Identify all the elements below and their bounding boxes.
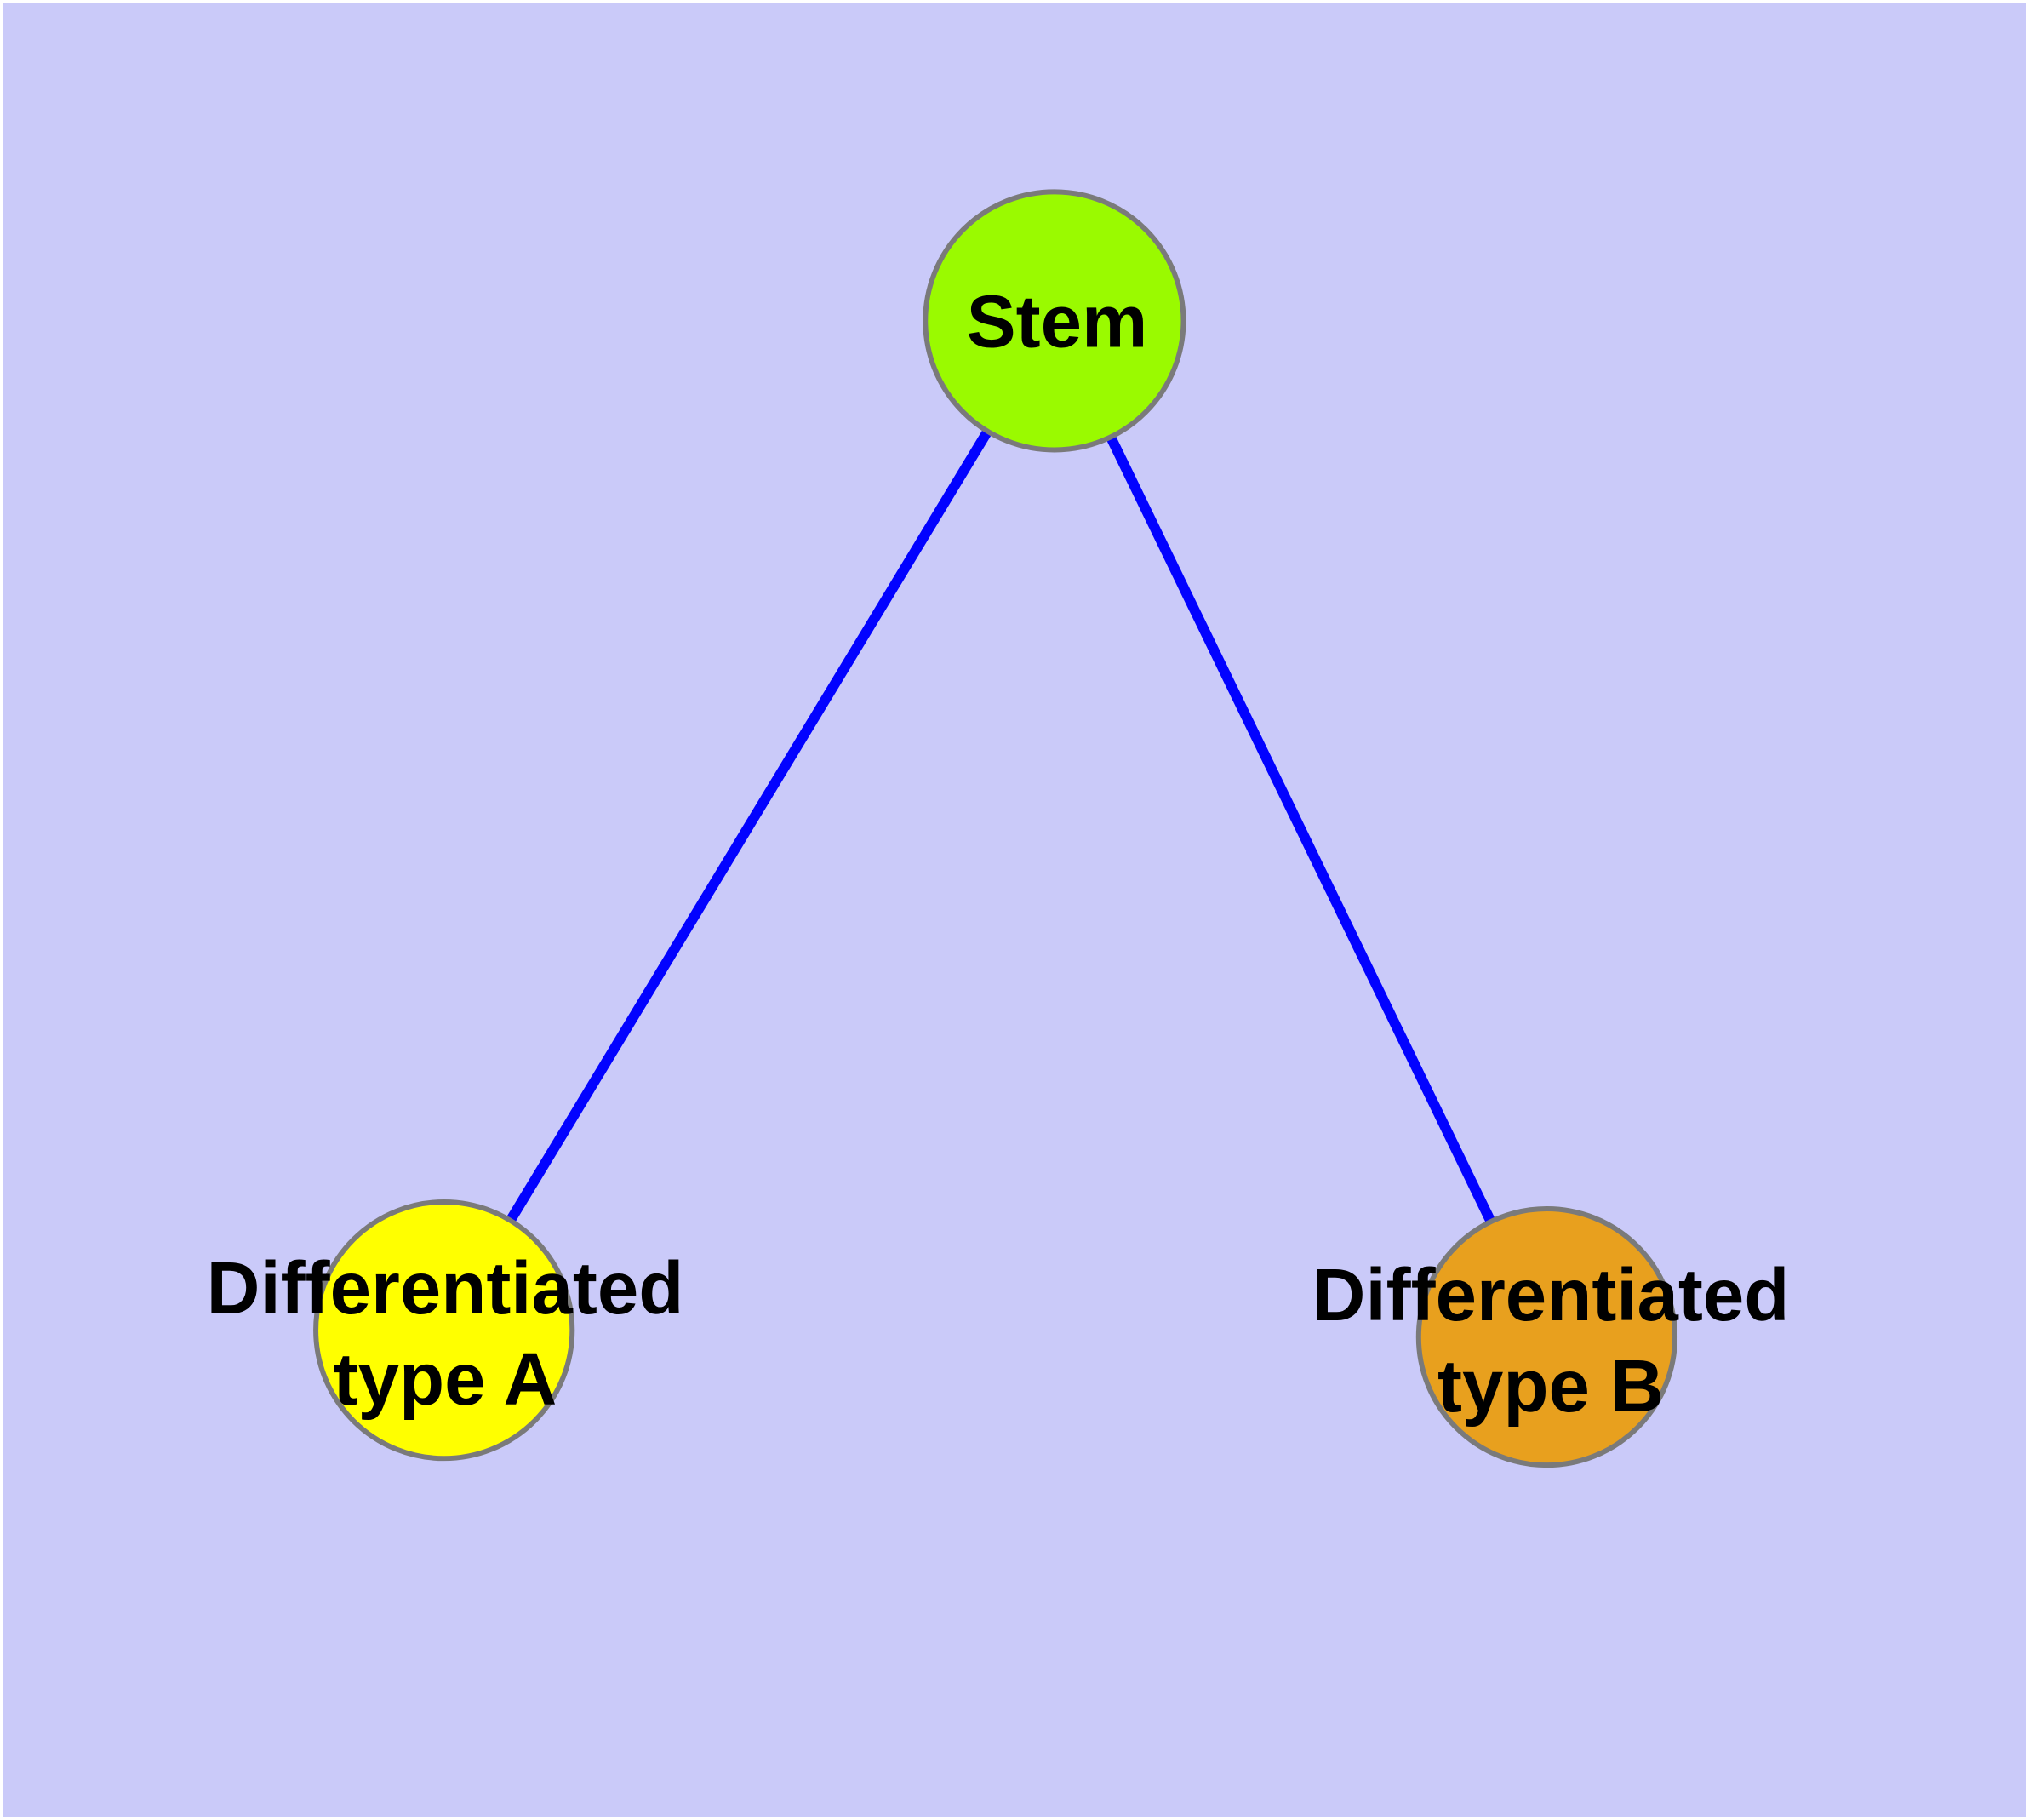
node-differentiated-type-a-circle[interactable]: [313, 1199, 575, 1462]
graph-svg: [313, 189, 1678, 1468]
edge-stem-to-differentiated-type-b: [1049, 318, 1552, 1340]
node-differentiated-type-b-circle[interactable]: [1415, 1206, 1678, 1468]
edge-stem-to-differentiated-type-a: [439, 318, 1060, 1333]
node-stem-circle[interactable]: [923, 189, 1186, 453]
